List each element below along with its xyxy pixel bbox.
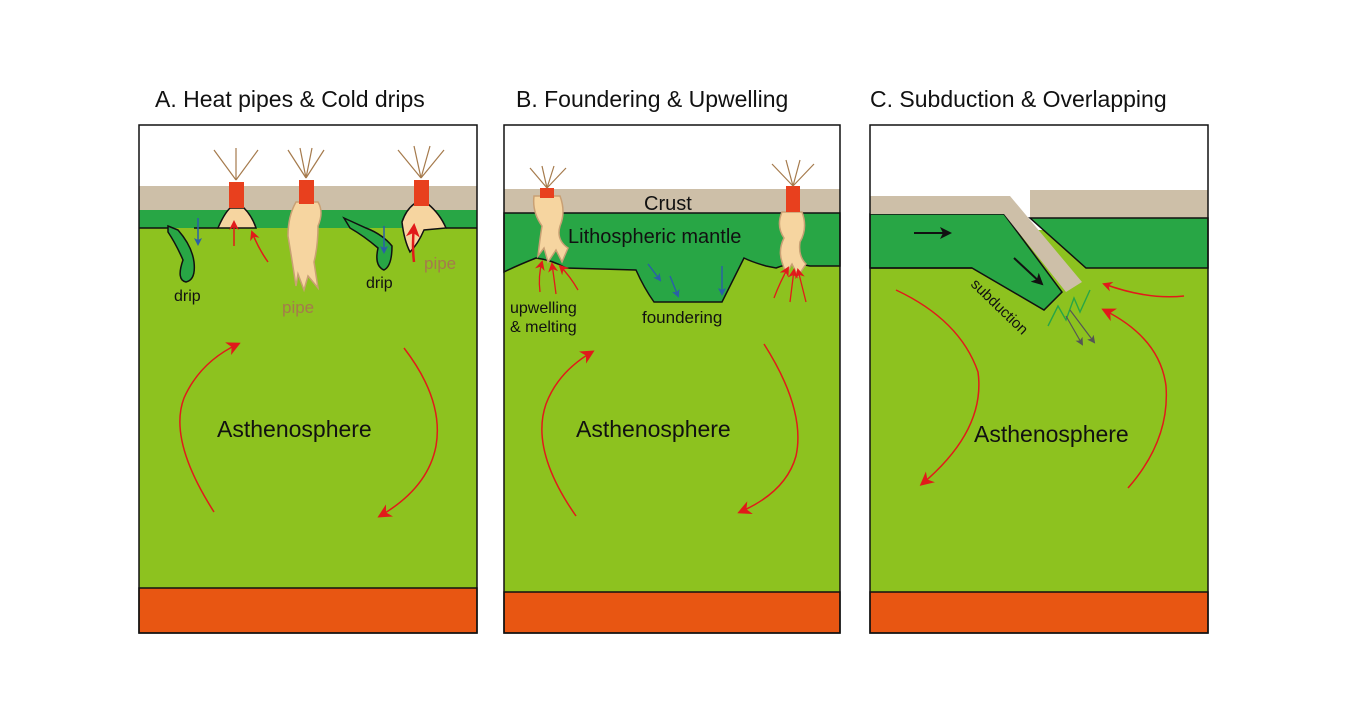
core-layer <box>869 591 1209 634</box>
panel-c: subduction Asthenosphere <box>869 124 1209 634</box>
drip-shape <box>167 224 196 283</box>
asthenosphere-label: Asthenosphere <box>576 416 731 442</box>
pipe-label: pipe <box>424 254 456 273</box>
core-layer <box>503 591 841 634</box>
heat-pipe-top <box>229 182 244 208</box>
melting-label: & melting <box>510 319 577 336</box>
asthenosphere-label: Asthenosphere <box>217 416 372 442</box>
panel-b-title: B. Foundering & Upwelling <box>516 86 789 112</box>
panel-c-title: C. Subduction & Overlapping <box>870 86 1167 112</box>
heat-pipe-top <box>299 180 314 204</box>
drip-label: drip <box>174 288 201 305</box>
pipe-label: pipe <box>282 298 314 317</box>
heat-pipe <box>287 201 322 293</box>
panel-a: drip pipe drip pipe Asthenosphere <box>138 124 478 634</box>
crust-layer <box>1030 190 1208 218</box>
lithospheric-mantle-label: Lithospheric mantle <box>568 226 741 248</box>
panel-b: Crust Lithospheric mantle upwelling & me… <box>503 124 841 634</box>
crust-label: Crust <box>644 193 692 215</box>
heat-pipe <box>532 195 569 264</box>
panel-a-title: A. Heat pipes & Cold drips <box>155 86 425 112</box>
crust-layer <box>870 196 1082 292</box>
core-layer <box>138 587 478 634</box>
foundering-label: foundering <box>642 308 722 327</box>
heat-pipe-top <box>414 180 429 206</box>
asthenosphere-layer <box>139 220 477 588</box>
heat-pipe-top <box>540 188 554 198</box>
eruption-rays <box>529 159 815 189</box>
eruption-rays <box>213 145 445 181</box>
heat-pipe-top <box>786 186 800 212</box>
drip-label: drip <box>366 275 393 292</box>
asthenosphere-label: Asthenosphere <box>974 421 1129 447</box>
dehydration-marks <box>1047 289 1091 327</box>
upwelling-label: upwelling <box>510 300 577 317</box>
